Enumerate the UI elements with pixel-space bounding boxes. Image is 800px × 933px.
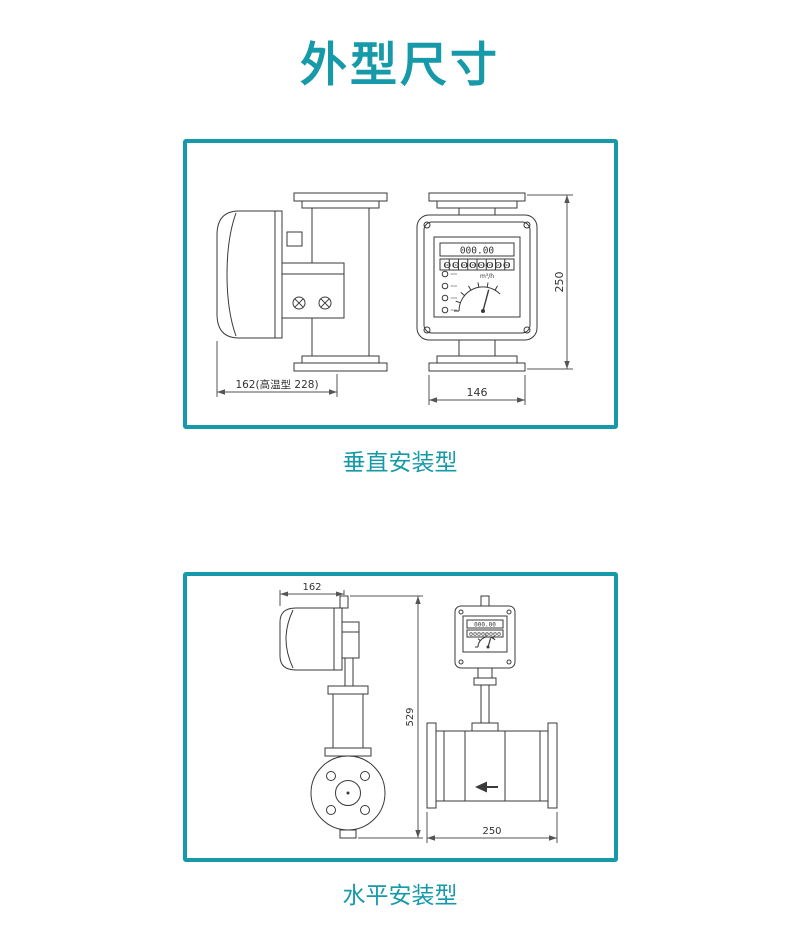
vertical-drawing-panel: 162(高温型 228) 000.00 <box>182 139 618 429</box>
status-lamp-icon <box>441 306 448 314</box>
dim-height: 529 <box>349 595 423 839</box>
dim-width: 250 <box>426 812 557 843</box>
totalizer-readout: 00000000 <box>469 632 501 638</box>
dial <box>453 282 500 313</box>
flow-readout: 000.00 <box>459 246 494 257</box>
status-lamp-icon <box>441 282 448 290</box>
needle <box>481 289 489 312</box>
horizontal-drawing: 162 529 <box>279 582 557 843</box>
dim-depth: 162(高温型 228) <box>216 341 337 397</box>
screw-icon <box>458 659 463 665</box>
screw-icon <box>292 296 305 310</box>
vertical-front-view: 000.00 00000000 m³/h <box>416 192 537 372</box>
dim-width-label: 146 <box>466 386 487 399</box>
indicator-housing <box>216 210 282 339</box>
flow-arrow-icon <box>474 781 487 793</box>
dim-width: 146 <box>428 375 525 405</box>
horizontal-front-view: 000.00 00000000 <box>426 595 557 809</box>
top-flange <box>428 192 525 202</box>
vent-pin <box>339 595 348 609</box>
vertical-side-view <box>216 192 387 372</box>
dim-height-label: 250 <box>553 272 566 293</box>
lcd-window <box>466 619 503 629</box>
dim-depth: 162 <box>279 582 344 606</box>
bottom-flange <box>293 362 387 372</box>
dim-height-label: 529 <box>405 707 416 726</box>
mounting-bracket <box>341 621 359 659</box>
left-flange <box>426 722 436 809</box>
terminal-box <box>286 231 302 247</box>
screw-icon <box>318 296 331 310</box>
dim-depth-label: 162(高温型 228) <box>235 378 318 391</box>
vertical-drawing: 162(高温型 228) 000.00 <box>216 192 573 405</box>
screw-icon <box>423 221 430 229</box>
unit-label: m³/h <box>479 273 493 280</box>
screw-icon <box>523 221 530 229</box>
horizontal-side-view <box>279 595 385 839</box>
bolt-hole-icon <box>359 771 370 781</box>
indicator-housing <box>279 607 342 671</box>
screw-icon <box>506 659 511 665</box>
lamp-labels <box>450 273 457 311</box>
screw-icon <box>523 326 530 334</box>
page-title: 外型尺寸 <box>300 38 500 91</box>
display-panel <box>433 236 520 318</box>
vent-pin <box>480 595 489 607</box>
needle <box>486 638 491 648</box>
bolt-hole-icon <box>325 805 336 815</box>
bolt-hole-icon <box>325 771 336 781</box>
right-flange <box>547 722 557 809</box>
bottom-flange <box>428 362 525 372</box>
status-lamp-icon <box>441 294 448 302</box>
horizontal-drawing-panel: 162 529 <box>182 572 618 862</box>
vertical-caption: 垂直安装型 <box>342 449 458 475</box>
lcd-window <box>439 242 514 257</box>
top-flange <box>293 192 387 202</box>
screw-icon <box>506 609 511 615</box>
dial <box>474 634 495 649</box>
screw-icon <box>458 609 463 615</box>
status-lamp-icon <box>441 270 448 278</box>
drain-plug <box>339 829 356 839</box>
display-panel <box>462 615 507 653</box>
bolt-hole-icon <box>359 805 370 815</box>
screw-icon <box>423 326 430 334</box>
totalizer-readout: 00000000 <box>443 261 511 270</box>
dim-height: 250 <box>526 194 573 370</box>
page: 外型尺寸 <box>0 26 800 933</box>
mounting-bracket <box>281 262 344 319</box>
dim-width-label: 250 <box>482 826 501 837</box>
flow-readout: 000.00 <box>474 622 496 629</box>
meter-tube <box>332 693 363 749</box>
dim-depth-label: 162 <box>302 582 321 593</box>
horizontal-caption: 水平安装型 <box>342 882 458 908</box>
